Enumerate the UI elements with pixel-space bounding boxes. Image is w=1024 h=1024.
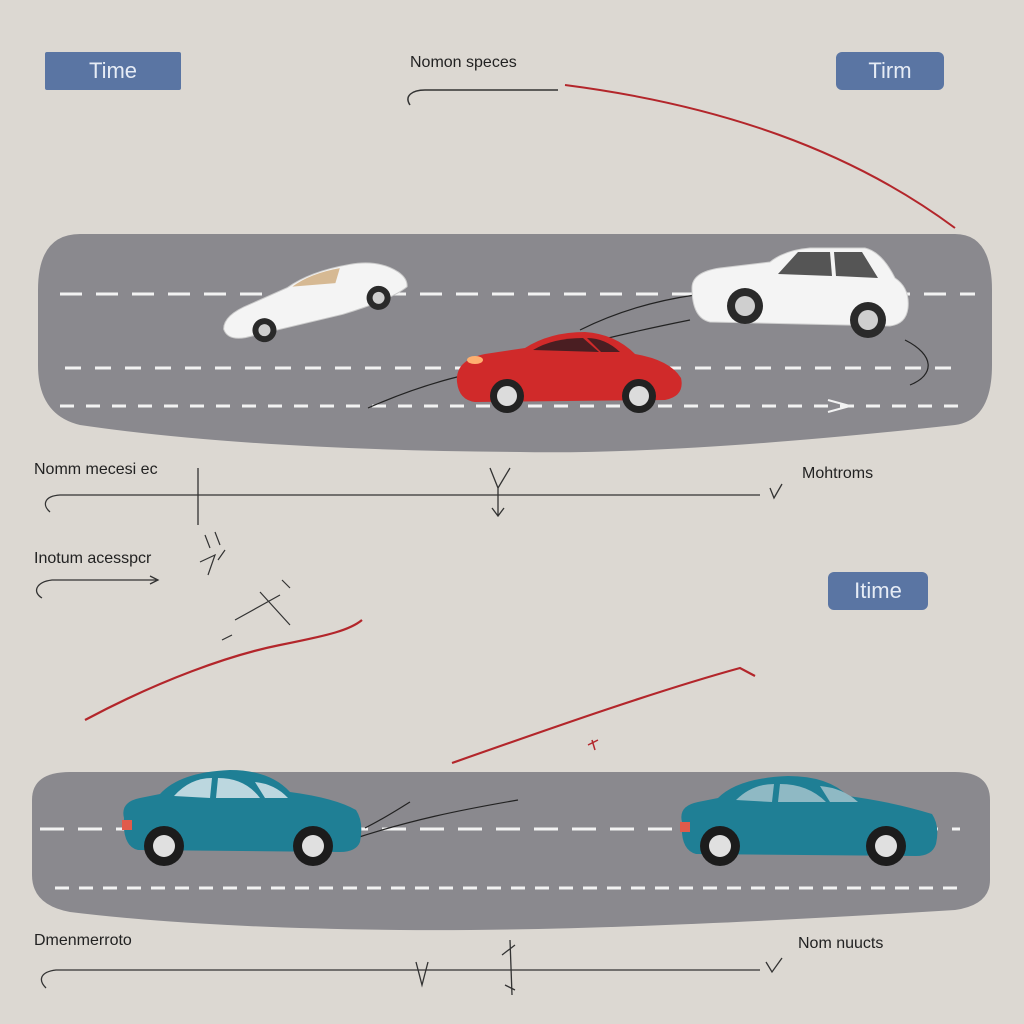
teal-car-icon — [122, 770, 362, 866]
handwritten-scribbles — [199, 531, 291, 641]
white-car-icon — [223, 262, 408, 343]
upper-axis-right-label: Mohtroms — [802, 465, 874, 482]
top-center-underline — [407, 89, 558, 106]
red-curve-top — [564, 84, 956, 229]
second-axis-left-label: Inotum acesspcr — [34, 550, 152, 567]
lower-axis-left-label: Dmenmerroto — [34, 932, 132, 949]
time-tag-top-left[interactable]: Time — [45, 52, 181, 90]
motion-line — [579, 294, 696, 331]
time-tag-top-right[interactable]: Tirm — [836, 52, 944, 90]
red-curve-left — [84, 619, 363, 721]
upper-axis-left-label: Nomm mecesi ec — [34, 461, 158, 478]
motion-line — [364, 801, 411, 829]
red-car-icon — [456, 332, 682, 413]
lower-axis — [40, 939, 783, 996]
motion-line — [904, 339, 929, 386]
teal-car-icon — [680, 776, 938, 866]
red-mark — [587, 739, 599, 751]
time-tag-mid-right[interactable]: Itime — [828, 572, 928, 610]
second-axis — [35, 575, 160, 599]
red-curve-right — [451, 666, 756, 765]
white-car-icon — [691, 247, 909, 338]
motion-line — [349, 799, 519, 841]
upper-axis — [44, 467, 783, 525]
motion-line — [599, 319, 691, 341]
lower-axis-right-label: Nom nuucts — [798, 935, 884, 952]
top-center-label: Nomon speces — [410, 54, 517, 71]
